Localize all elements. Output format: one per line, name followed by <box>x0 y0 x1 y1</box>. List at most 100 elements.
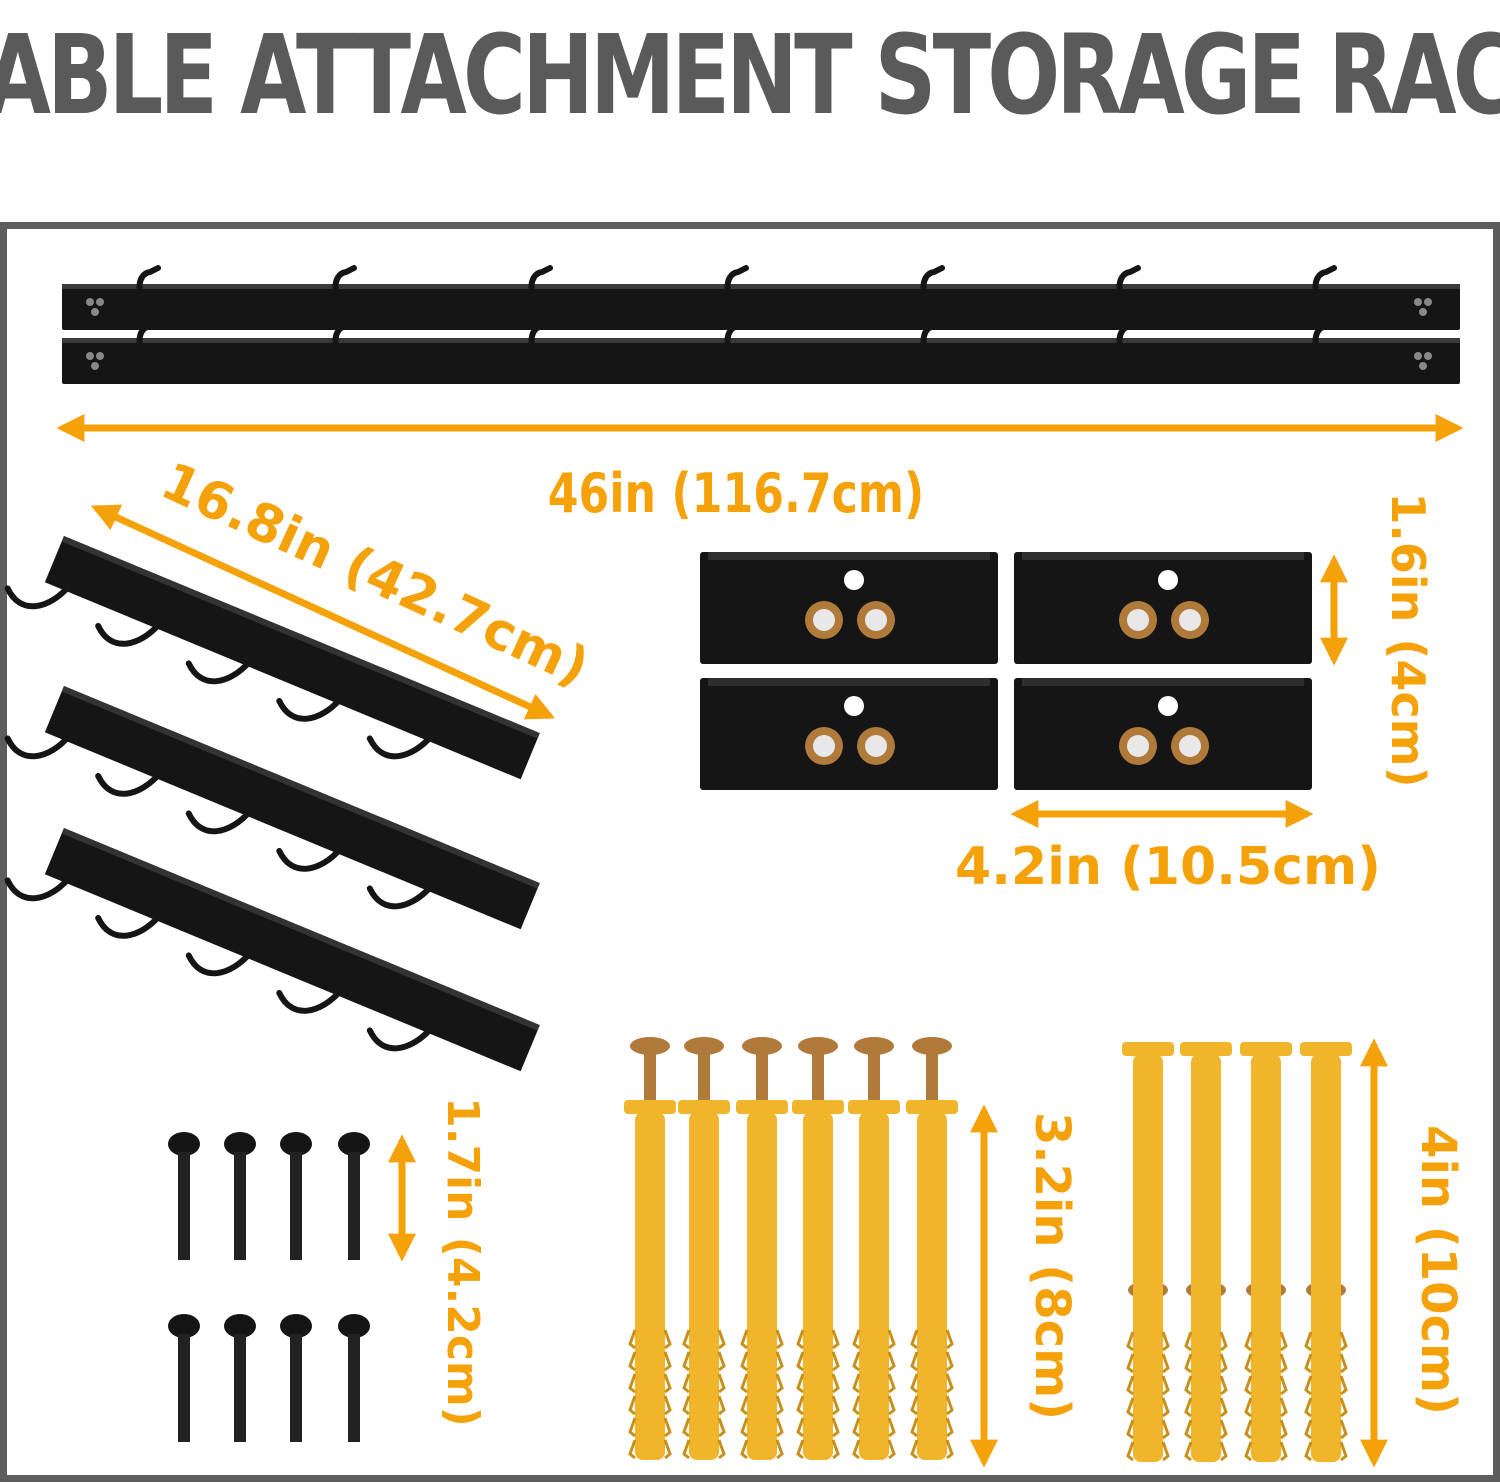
bolt-head <box>338 1132 370 1156</box>
bracket-hole <box>844 696 864 716</box>
anchor-rib <box>945 1373 954 1394</box>
anchor-rib <box>775 1329 784 1350</box>
anchor-rib <box>628 1351 637 1372</box>
anchor-rib <box>831 1395 840 1416</box>
anchor-rib <box>1219 1441 1228 1462</box>
short-rail-dimension: 16.8in (42.7cm) <box>152 451 597 698</box>
anchor-rib <box>1279 1353 1288 1374</box>
anchor-rib <box>717 1329 726 1350</box>
anchor-rib <box>1219 1353 1228 1374</box>
long-rail <box>62 265 1460 330</box>
bolt-head <box>168 1132 200 1156</box>
rail-edge <box>61 686 540 889</box>
anchor-rib <box>1184 1441 1193 1462</box>
bracket-edge <box>1022 678 1304 686</box>
rail-hole <box>1414 352 1422 360</box>
anchor-rib <box>887 1395 896 1416</box>
anchor-rib <box>887 1439 896 1460</box>
rail-hole <box>86 298 94 306</box>
rail-hook <box>276 845 344 872</box>
mounting-bracket <box>1014 678 1312 790</box>
anchor-body <box>635 1112 665 1460</box>
bracket-hole <box>844 570 864 590</box>
wall-anchor <box>736 1037 788 1460</box>
rail-bar <box>44 686 540 930</box>
mounting-bracket <box>700 552 998 664</box>
anchor-rib <box>1339 1331 1348 1352</box>
anchor-rib <box>887 1351 896 1372</box>
bracket-hole <box>1158 570 1178 590</box>
page-title: CABLE ATTACHMENT STORAGE RACK <box>0 11 1500 139</box>
rail-hole <box>96 298 104 306</box>
rail-edge <box>62 284 1460 289</box>
rail-hole <box>1424 352 1432 360</box>
rail-hook <box>1116 265 1141 311</box>
long-rail <box>62 319 1460 384</box>
short-rail-arrow <box>90 504 556 720</box>
rail-hook <box>276 987 344 1014</box>
anchor-collar <box>1122 1042 1174 1056</box>
anchor-rib <box>910 1439 919 1460</box>
anchor-rib <box>945 1395 954 1416</box>
rail-hole <box>1419 308 1427 316</box>
machine-bolt <box>280 1132 312 1260</box>
anchor-rib <box>682 1395 691 1416</box>
bolt-head <box>280 1314 312 1338</box>
anchor-rib <box>717 1373 726 1394</box>
bolt-head <box>280 1132 312 1156</box>
anchor-rib <box>1161 1375 1170 1396</box>
bolt-length-dimension: 1.7in (4.2cm) <box>437 1097 488 1427</box>
anchor-rib <box>945 1439 954 1460</box>
anchor-collar <box>848 1100 900 1114</box>
screw-head <box>684 1037 724 1055</box>
short-anchor-dimension: 3.2in (8cm) <box>1024 1112 1080 1420</box>
anchor-rib <box>775 1373 784 1394</box>
anchor-rib <box>1244 1353 1253 1374</box>
wall-anchor <box>1240 1042 1292 1462</box>
bolt-shaft <box>348 1152 360 1260</box>
anchor-rib <box>1161 1419 1170 1440</box>
brackets-group <box>700 552 1312 790</box>
anchor-rib <box>740 1373 749 1394</box>
anchor-rib <box>1304 1375 1313 1396</box>
anchor-screw <box>926 1048 938 1110</box>
rail-hook <box>724 265 749 311</box>
anchor-rib <box>1126 1353 1135 1374</box>
anchor-body <box>689 1112 719 1460</box>
anchor-rib <box>796 1351 805 1372</box>
anchor-screw <box>812 1048 824 1110</box>
wall-anchor <box>1122 1042 1174 1462</box>
anchor-rib <box>910 1395 919 1416</box>
anchor-rib <box>682 1439 691 1460</box>
anchor-rib <box>945 1351 954 1372</box>
bolts-group <box>168 1132 370 1442</box>
short-anchors-group <box>624 1037 958 1460</box>
anchor-rib <box>1279 1397 1288 1418</box>
wall-anchor <box>1180 1042 1232 1462</box>
bracket-plate <box>700 678 998 790</box>
anchor-rib <box>682 1417 691 1438</box>
wall-anchor <box>906 1037 958 1460</box>
product-frame <box>0 222 1500 1482</box>
rail-hook <box>95 912 163 939</box>
rail-hook <box>4 732 73 760</box>
anchor-rib <box>1304 1331 1313 1352</box>
anchor-body <box>1191 1054 1221 1462</box>
rail-hole <box>96 352 104 360</box>
long-anchors-group <box>1122 1042 1352 1462</box>
short-rail <box>4 536 540 780</box>
screw-head <box>912 1037 952 1055</box>
anchor-body <box>1133 1054 1163 1462</box>
screw-head <box>742 1037 782 1055</box>
anchor-rib <box>1184 1397 1193 1418</box>
long-rails-group <box>62 265 1460 384</box>
anchor-rib <box>1184 1353 1193 1374</box>
bracket-plate <box>1014 552 1312 664</box>
anchor-rib <box>740 1395 749 1416</box>
anchor-rib <box>682 1373 691 1394</box>
screw-head <box>630 1037 670 1055</box>
rail-hook <box>185 949 254 977</box>
long-rail-dimension: 46in (116.7cm) <box>548 462 925 525</box>
bolt-shaft <box>178 1152 190 1260</box>
anchor-rib <box>628 1395 637 1416</box>
